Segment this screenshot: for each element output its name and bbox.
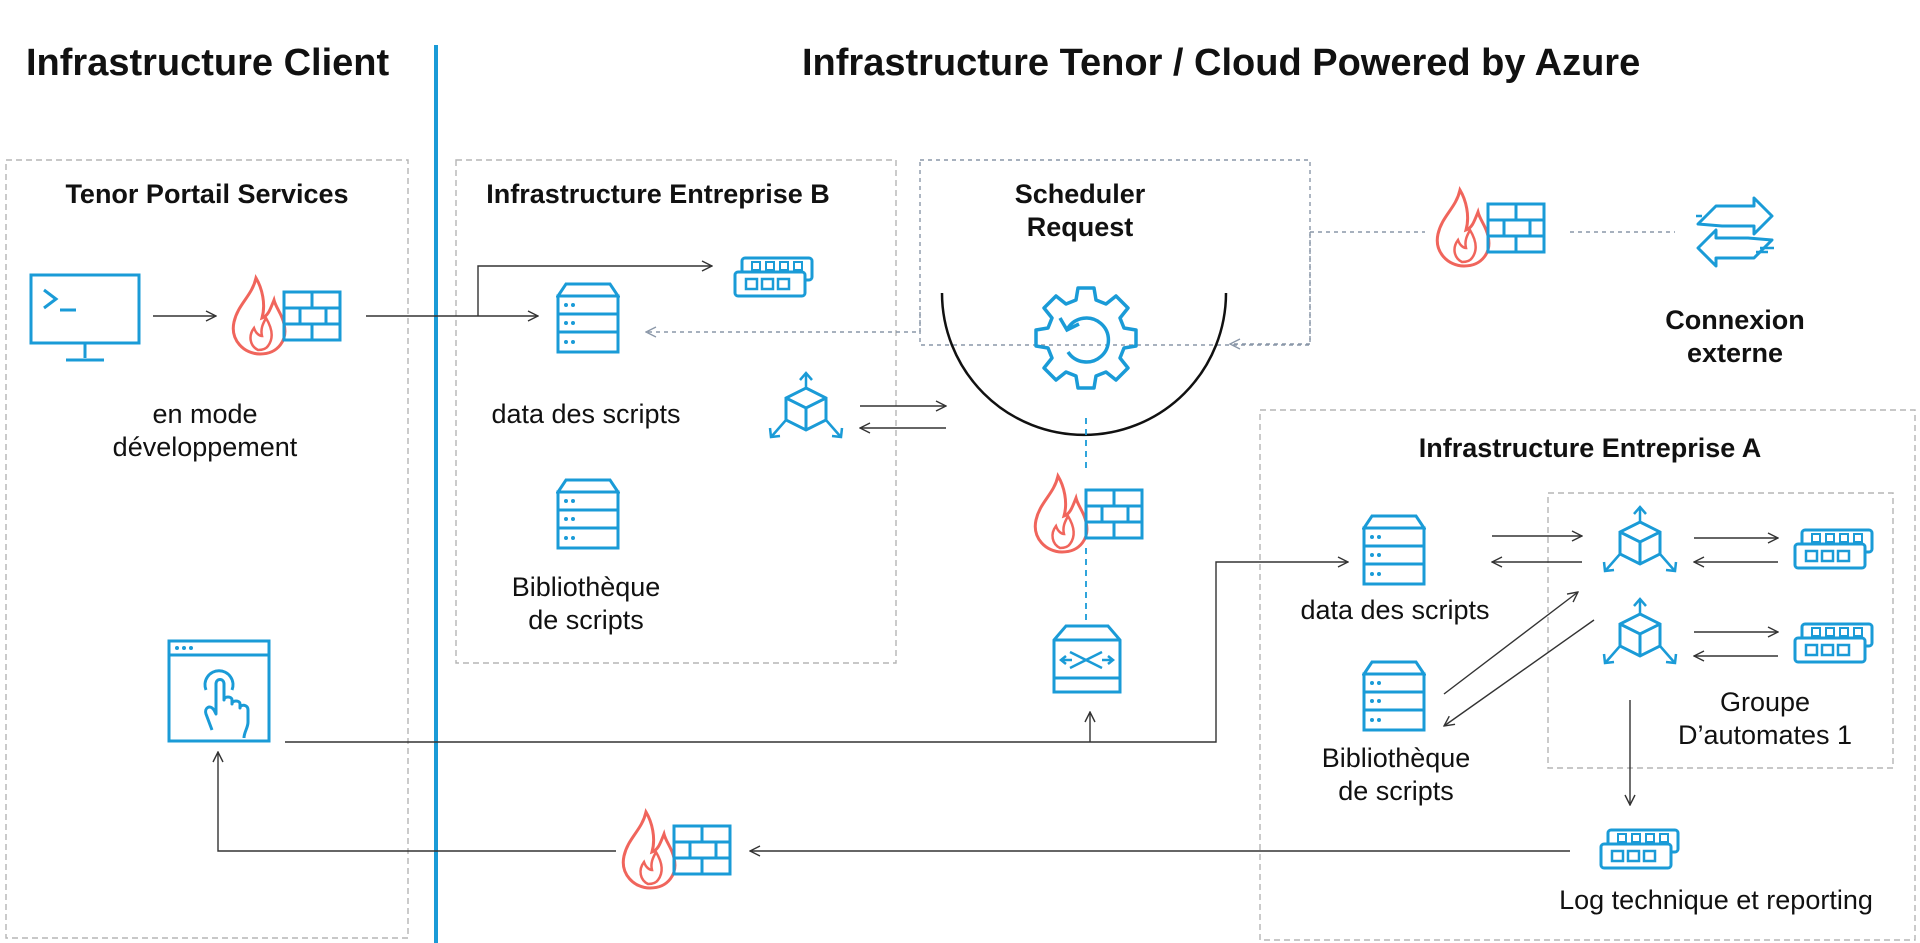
router-icon (1052, 624, 1122, 694)
groupe-automates-label: Groupe D’automates 1 (1640, 686, 1890, 752)
log-reporting-label: Log technique et reporting (1559, 885, 1873, 915)
dev-mode-line1: en mode (152, 399, 258, 429)
b-bibliotheque-line1: Bibliothèque (511, 572, 661, 602)
connexion-line1: Connexion (1665, 305, 1805, 335)
dev-mode-label: en mode développement (60, 398, 350, 464)
touch-click-icon (167, 639, 271, 743)
portail-services-title: Tenor Portail Services (65, 179, 349, 209)
3d-cube-icon (1602, 505, 1678, 573)
memory-module-icon (733, 256, 814, 298)
memory-module-icon (1793, 622, 1874, 664)
arrow-to-b-memory (477, 266, 712, 316)
exchange-arrows-icon (1696, 196, 1774, 268)
scheduler-request-label: Scheduler Request (960, 178, 1200, 244)
a-data-scripts-label: data des scripts (1300, 595, 1490, 625)
memory-module-icon (1793, 528, 1874, 570)
entreprise-b-box (455, 159, 897, 664)
a-bibliotheque-label: Bibliothèque de scripts (1276, 742, 1516, 808)
server-icon (556, 282, 620, 354)
gear-refresh-icon (1034, 286, 1138, 390)
b-data-scripts-label: data des scripts (491, 399, 681, 429)
b-bibliotheque-line2: de scripts (528, 604, 644, 635)
firewall-icon (1033, 472, 1144, 554)
a-bibliotheque-line1: Bibliothèque (1321, 743, 1471, 773)
groupe-line2: D’automates 1 (1677, 719, 1853, 750)
scheduler-box (919, 159, 1311, 346)
dev-mode-line2: développement (112, 431, 298, 462)
arrow-firewall-to-touch (218, 752, 616, 852)
b-bibliotheque-label: Bibliothèque de scripts (466, 571, 706, 637)
server-icon (556, 478, 620, 550)
terminal-monitor-icon (29, 273, 141, 362)
connexion-line2: externe (1686, 337, 1784, 368)
entreprise-a-box (1259, 409, 1916, 941)
groupe-line1: Groupe (1719, 687, 1811, 717)
server-icon (1362, 514, 1426, 586)
connexion-externe-label: Connexion externe (1620, 304, 1850, 370)
header-cloud: Infrastructure Tenor / Cloud Powered by … (802, 42, 1641, 84)
arrow-lib-to-groupe (1443, 592, 1578, 695)
dashed-scheduler-to-b-server (646, 312, 921, 332)
portail-services-box (5, 159, 409, 939)
memory-module-icon (1599, 828, 1680, 870)
server-icon (1362, 660, 1426, 732)
scheduler-arc (940, 292, 1228, 437)
3d-cube-icon (768, 371, 844, 439)
scheduler-line2: Request (1026, 211, 1134, 242)
entreprise-b-title: Infrastructure Entreprise B (486, 179, 830, 209)
arrow-groupe-to-lib (1444, 619, 1595, 726)
scheduler-line1: Scheduler (1014, 179, 1146, 209)
firewall-icon (1435, 186, 1546, 268)
a-bibliotheque-line2: de scripts (1338, 775, 1454, 806)
firewall-icon (231, 274, 342, 356)
3d-cube-icon (1602, 597, 1678, 665)
groupe-automates-box (1547, 492, 1894, 769)
dashed-external-to-scheduler (1230, 232, 1311, 344)
header-client: Infrastructure Client (26, 42, 390, 84)
entreprise-a-title: Infrastructure Entreprise A (1418, 433, 1762, 463)
line-touch-to-a-server (285, 562, 1348, 743)
firewall-icon (621, 808, 732, 890)
